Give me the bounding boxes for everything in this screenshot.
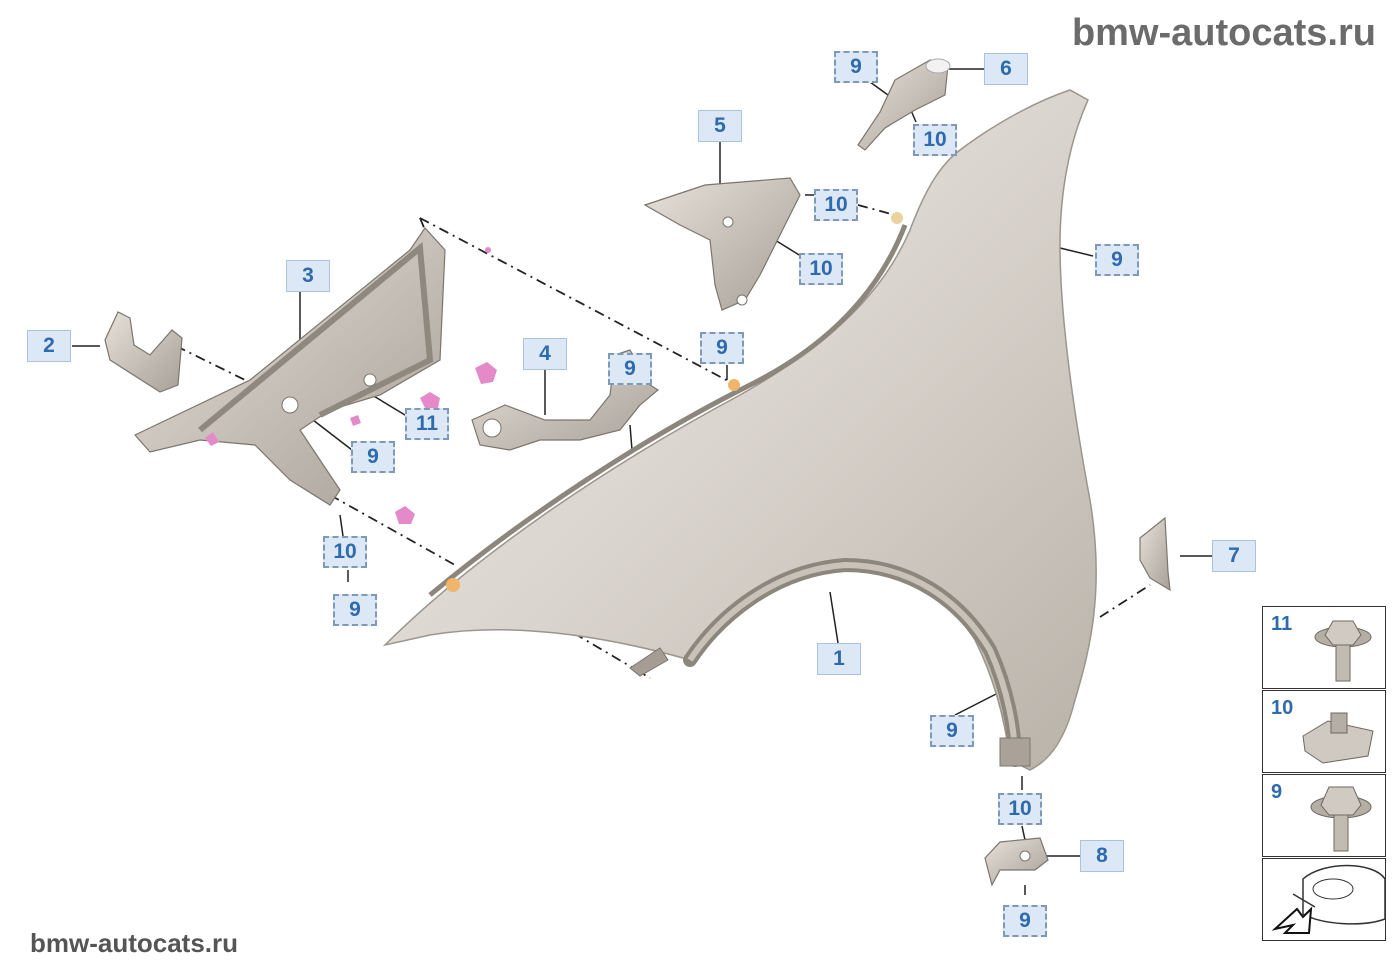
- car-front-location-icon: [1271, 864, 1386, 934]
- legend-item-location: [1262, 858, 1386, 941]
- bracket-part-8: [984, 837, 1049, 887]
- callout-part-3[interactable]: 3: [286, 260, 330, 292]
- callout-part-9[interactable]: 9: [351, 441, 395, 473]
- legend-label: 9: [1271, 781, 1283, 803]
- support-part-3: [134, 227, 446, 506]
- callout-part-9[interactable]: 9: [1003, 905, 1047, 937]
- callout-part-10[interactable]: 10: [998, 793, 1042, 825]
- callout-part-9[interactable]: 9: [834, 51, 878, 83]
- clip-nut-icon: [1302, 712, 1374, 764]
- callout-part-6[interactable]: 6: [984, 53, 1028, 85]
- legend-label: 10: [1271, 697, 1294, 719]
- callout-part-10[interactable]: 10: [799, 253, 843, 285]
- bracket-part-4: [471, 349, 660, 451]
- callout-part-2[interactable]: 2: [27, 330, 71, 362]
- legend-item-11: 11: [1262, 606, 1386, 689]
- flange-bolt-icon: [1314, 620, 1372, 682]
- clip-accents: [395, 247, 497, 524]
- callout-part-1[interactable]: 1: [817, 643, 861, 675]
- callout-part-9[interactable]: 9: [930, 715, 974, 747]
- bracket-part-2: [104, 311, 183, 393]
- watermark-bottom: bmw-autocats.ru: [30, 928, 239, 958]
- legend-item-10: 10: [1262, 690, 1386, 773]
- fender-part-1: [382, 89, 1097, 771]
- callout-part-10[interactable]: 10: [323, 536, 367, 568]
- callout-part-9[interactable]: 9: [608, 353, 652, 385]
- callout-part-5[interactable]: 5: [698, 110, 742, 142]
- callout-part-11[interactable]: 11: [405, 408, 449, 440]
- watermark-top: bmw-autocats.ru: [1071, 12, 1376, 54]
- callout-part-8[interactable]: 8: [1080, 840, 1124, 872]
- callout-part-9[interactable]: 9: [333, 594, 377, 626]
- bracket-part-5: [643, 177, 801, 311]
- callout-part-4[interactable]: 4: [523, 338, 567, 370]
- bracket-part-7: [1139, 516, 1171, 592]
- callout-part-10[interactable]: 10: [913, 124, 957, 156]
- callout-part-10[interactable]: 10: [814, 189, 858, 221]
- callout-part-9[interactable]: 9: [1095, 244, 1139, 276]
- callout-part-7[interactable]: 7: [1212, 540, 1256, 572]
- legend-label: 11: [1271, 613, 1293, 635]
- legend-item-9: 9: [1262, 774, 1386, 857]
- bracket-part-6: [857, 58, 951, 151]
- hex-bolt-icon: [1310, 786, 1372, 852]
- callout-part-9[interactable]: 9: [700, 332, 744, 364]
